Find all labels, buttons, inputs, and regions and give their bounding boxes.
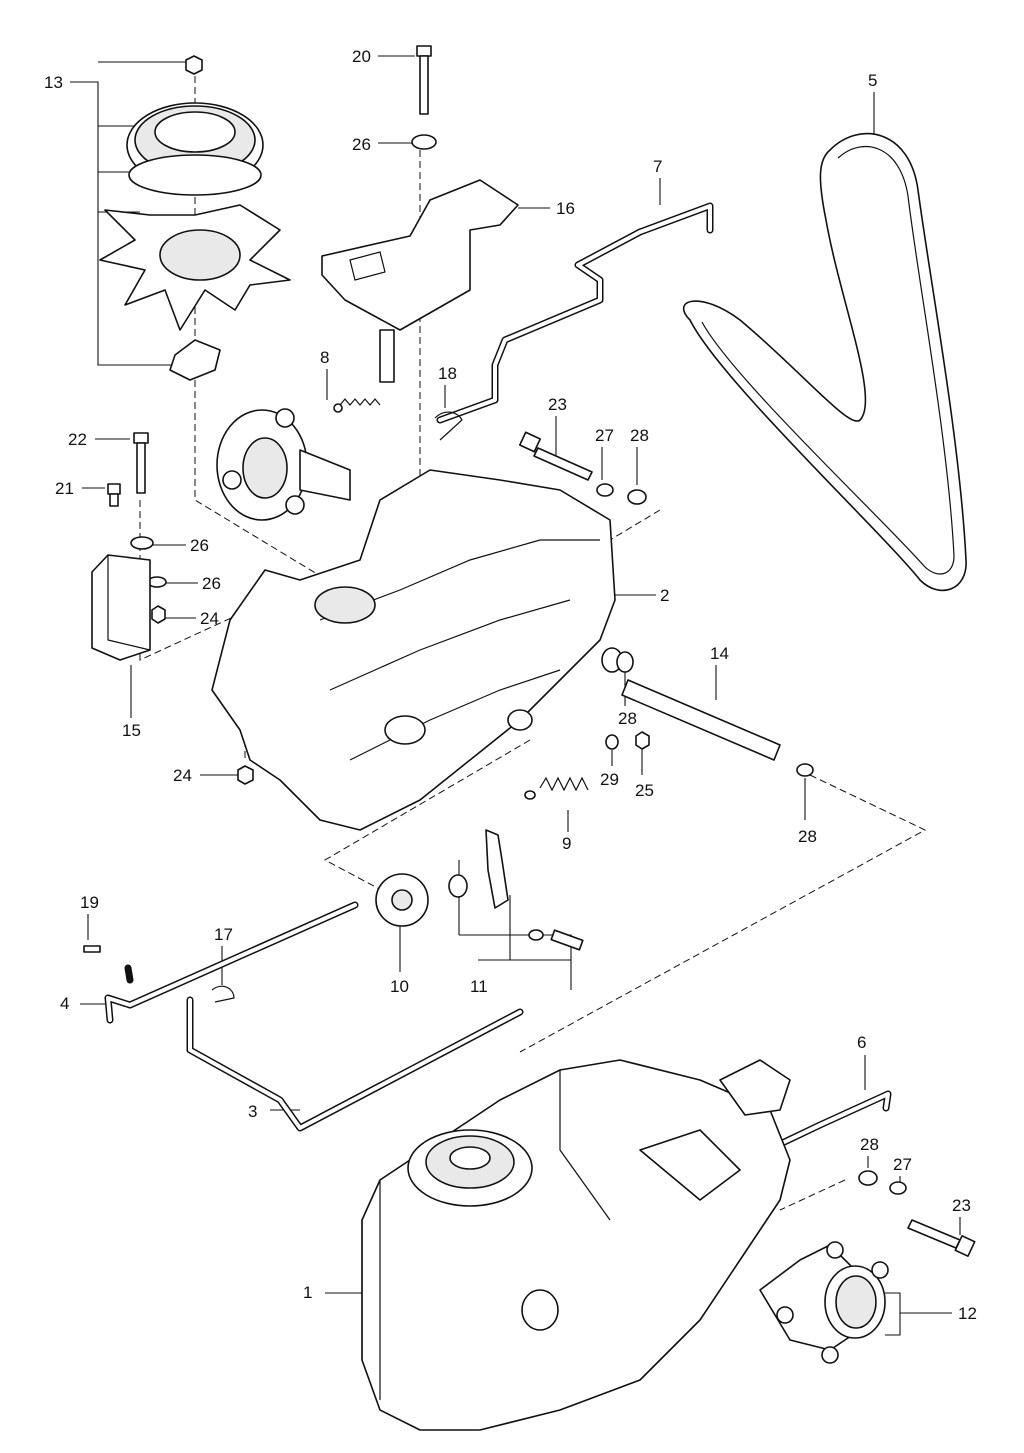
callout-23-bottom: 23	[952, 1196, 971, 1215]
callout-19: 19	[80, 893, 99, 912]
callout-10: 10	[390, 977, 409, 996]
callout-12: 12	[958, 1304, 977, 1323]
callout-2: 2	[660, 586, 669, 605]
callout-20: 20	[352, 47, 371, 66]
rod-4	[104, 901, 359, 1024]
rod-3	[186, 996, 524, 1132]
pin-19	[83, 945, 101, 953]
callout-15: 15	[122, 721, 141, 740]
transmission-housing-2	[211, 408, 616, 831]
callout-18: 18	[438, 364, 457, 383]
callout-24-upper: 24	[200, 609, 219, 628]
callout-26-low: 26	[202, 574, 221, 593]
callout-3: 3	[248, 1102, 257, 1121]
callout-9: 9	[562, 834, 571, 853]
spring-9	[524, 731, 650, 800]
callout-6: 6	[857, 1033, 866, 1052]
drive-belt-5	[683, 132, 967, 592]
mount-bracket-15	[91, 554, 151, 661]
callout-28-bottom: 28	[860, 1135, 879, 1154]
callout-27-top: 27	[595, 426, 614, 445]
control-rod-7	[436, 202, 714, 424]
callout-28-right: 28	[798, 827, 817, 846]
callout-4: 4	[60, 994, 69, 1013]
callout-13: 13	[44, 73, 63, 92]
shaft-14	[601, 647, 814, 777]
axle-hub-12	[759, 1241, 889, 1364]
callout-1: 1	[303, 1283, 312, 1302]
nut-24-lower	[237, 765, 254, 785]
bracket-16	[321, 179, 519, 383]
bolts-21-22	[107, 432, 167, 624]
callout-29: 29	[600, 770, 619, 789]
leader-lines	[70, 55, 961, 1336]
callout-14: 14	[710, 644, 729, 663]
callout-28-mid: 28	[618, 709, 637, 728]
callout-25: 25	[635, 781, 654, 800]
fan-pulley-assembly	[99, 55, 291, 381]
callout-16: 16	[556, 199, 575, 218]
sprocket-10	[375, 873, 429, 927]
transmission-assembly-1	[361, 1059, 791, 1431]
hair-pin-17	[211, 985, 235, 1003]
hair-pin-18	[434, 411, 463, 441]
spring-8	[333, 398, 381, 413]
callout-26-top: 26	[352, 135, 371, 154]
callout-7: 7	[653, 157, 662, 176]
callout-27-bottom: 27	[893, 1155, 912, 1174]
callout-23-top: 23	[548, 395, 567, 414]
callout-17: 17	[214, 925, 233, 944]
callout-21: 21	[55, 479, 74, 498]
bolt-20	[411, 45, 437, 150]
bolt-23-bottom	[858, 1170, 976, 1258]
lever-assembly-11	[448, 829, 584, 951]
callout-28-top: 28	[630, 426, 649, 445]
callout-24-lower: 24	[173, 766, 192, 785]
callout-11: 11	[470, 977, 488, 996]
callout-8: 8	[320, 348, 329, 367]
bolt-23-top	[518, 431, 647, 505]
callout-5: 5	[868, 71, 877, 90]
callout-26-mid: 26	[190, 536, 209, 555]
callout-22: 22	[68, 430, 87, 449]
